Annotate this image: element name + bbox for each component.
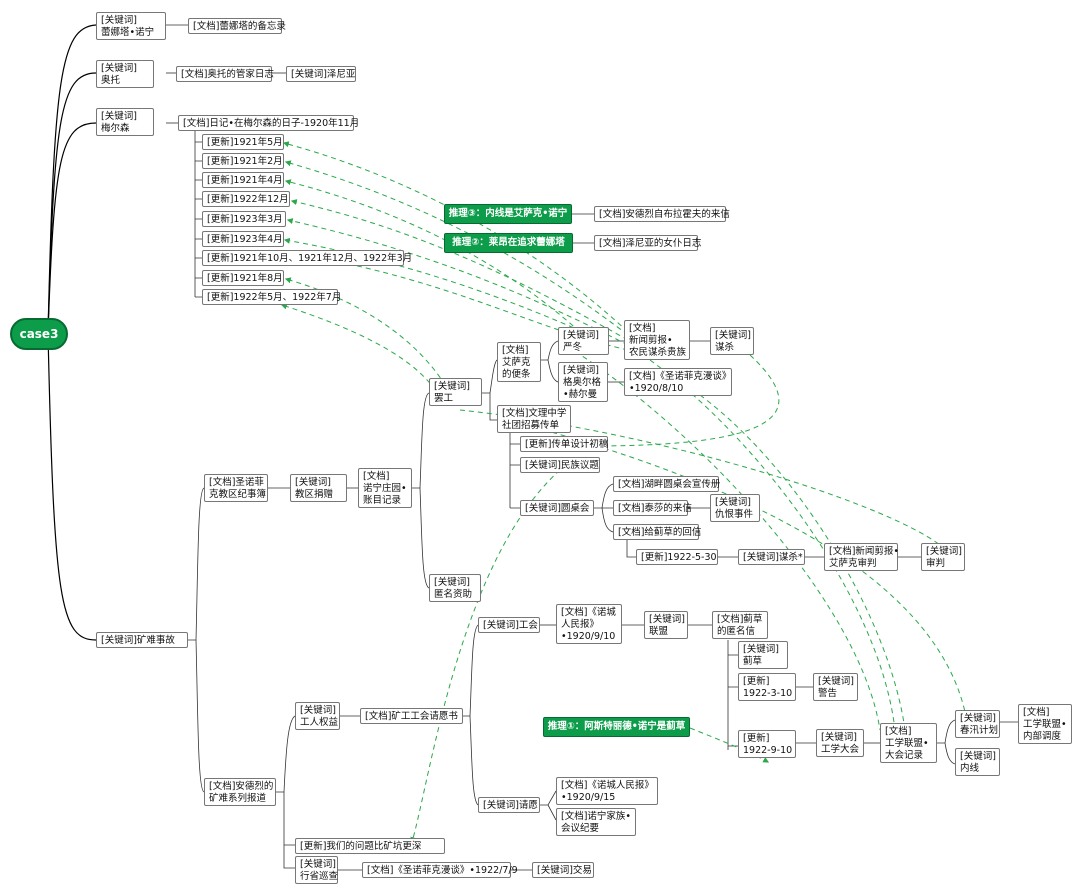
keyword-national-issue[interactable]: [关键词]民族议题 bbox=[520, 457, 600, 473]
update-1922-12[interactable]: [更新]1922年12月 bbox=[202, 191, 290, 207]
keyword-petition[interactable]: [关键词]请愿 bbox=[478, 797, 540, 813]
update-1921-08[interactable]: [更新]1921年8月 bbox=[202, 270, 284, 286]
keyword-thistle[interactable]: [关键词] 蓟草 bbox=[738, 641, 788, 669]
update-flyer-draft[interactable]: [更新]传单设计初稿 bbox=[520, 436, 608, 452]
doc-andre-reports[interactable]: [文档]安德烈的 矿难系列报道 bbox=[204, 778, 276, 806]
update-1921-05[interactable]: [更新]1921年5月 bbox=[202, 134, 284, 150]
keyword-mole[interactable]: [关键词] 内线 bbox=[955, 748, 1000, 776]
doc-noning-minutes[interactable]: [文档]诺宁家族• 会议纪要 bbox=[556, 808, 636, 836]
doc-people-daily-0915[interactable]: [文档]《诺城人民报》 •1920/9/15 bbox=[556, 777, 658, 805]
doc-club-flyer[interactable]: [文档]文理中学 社团招募传单 bbox=[497, 405, 571, 433]
update-1922-5-30[interactable]: [更新]1922-5-30 bbox=[636, 549, 718, 565]
keyword-alliance[interactable]: [关键词] 联盟 bbox=[644, 611, 688, 639]
doc-parish-chronicle[interactable]: [文档]圣诺菲 克教区纪事簿 bbox=[204, 474, 268, 502]
keyword-round-table[interactable]: [关键词]圆桌会 bbox=[520, 500, 594, 516]
keyword-congress[interactable]: [关键词] 工学大会 bbox=[816, 729, 864, 757]
keyword-mine-accident[interactable]: [关键词]矿难事故 bbox=[96, 632, 188, 648]
keyword-anonymous-funding[interactable]: [关键词] 匿名资助 bbox=[429, 574, 481, 602]
doc-shengnofike-1922[interactable]: [文档]《圣诺菲克漫谈》•1922/7/9 bbox=[362, 862, 518, 878]
keyword-renata[interactable]: [关键词] 蕾娜塔•诺宁 bbox=[96, 12, 166, 40]
keyword-strike[interactable]: [关键词] 罢工 bbox=[429, 378, 482, 406]
doc-noning-accounts[interactable]: [文档] 诺宁庄园• 账目记录 bbox=[358, 468, 412, 508]
doc-isaac-note[interactable]: [文档] 艾萨克 的便条 bbox=[497, 342, 541, 382]
inference-3[interactable]: 推理③：内线是艾萨克•诺宁 bbox=[444, 204, 572, 224]
doc-lakeside-brochure[interactable]: [文档]湖畔圆桌会宣传册 bbox=[613, 476, 720, 492]
root-node[interactable]: case3 bbox=[10, 318, 68, 350]
keyword-parish-donation[interactable]: [关键词] 教区捐赠 bbox=[290, 474, 347, 502]
keyword-workers-rights[interactable]: [关键词] 工人权益 bbox=[295, 702, 340, 730]
keyword-warning[interactable]: [关键词] 警告 bbox=[813, 673, 858, 701]
doc-andre-letter[interactable]: [文档]安德烈自布拉霍夫的来信 bbox=[594, 206, 730, 222]
doc-merson-diary[interactable]: [文档]日记•在梅尔森的日子-1920年11月 bbox=[178, 115, 359, 131]
doc-tessa-letter[interactable]: [文档]泰莎的来信 bbox=[613, 500, 692, 516]
keyword-otto[interactable]: [关键词] 奥托 bbox=[96, 60, 154, 88]
doc-miners-petition[interactable]: [文档]矿工工会请愿书 bbox=[360, 708, 463, 724]
keyword-murder-star[interactable]: [关键词]谋杀* bbox=[738, 549, 805, 565]
keyword-winter[interactable]: [关键词] 严冬 bbox=[558, 327, 609, 355]
keyword-merson[interactable]: [关键词] 梅尔森 bbox=[96, 108, 154, 136]
keyword-province-patrol[interactable]: [关键词] 行省巡查 bbox=[295, 856, 338, 884]
doc-thistle-anon-letter[interactable]: [文档]蓟草 的匿名信 bbox=[712, 611, 768, 639]
inference-1[interactable]: 推理①：阿斯特丽德•诺宁是蓟草 bbox=[543, 717, 690, 737]
keyword-murder[interactable]: [关键词] 谋杀 bbox=[710, 327, 754, 355]
doc-otto-log[interactable]: [文档]奥托的管家日志 bbox=[176, 66, 274, 82]
keyword-georg[interactable]: [关键词] 格奥尔格 •赫尔曼 bbox=[558, 362, 608, 402]
update-multi-dates[interactable]: [更新]1921年10月、1921年12月、1922年3月 bbox=[202, 250, 412, 266]
doc-shengnofike-1920[interactable]: [文档]《圣诺菲克漫谈》 •1920/8/10 bbox=[624, 368, 732, 396]
inference-2[interactable]: 推理②：莱昂在追求蕾娜塔 bbox=[444, 233, 573, 253]
doc-news-peasant[interactable]: [文档] 新闻剪报• 农民谋杀贵族 bbox=[624, 320, 690, 360]
keyword-hate-incident[interactable]: [关键词] 仇恨事件 bbox=[710, 494, 760, 522]
update-1921-02[interactable]: [更新]1921年2月 bbox=[202, 153, 284, 169]
doc-alliance-record[interactable]: [文档] 工学联盟• 大会记录 bbox=[880, 723, 937, 763]
keyword-zenia[interactable]: [关键词]泽尼亚 bbox=[286, 66, 356, 82]
update-1922-9-10[interactable]: [更新] 1922-9-10 bbox=[738, 730, 796, 758]
update-1922-05-07[interactable]: [更新]1922年5月、1922年7月 bbox=[202, 289, 341, 305]
doc-renata-memo[interactable]: [文档]蕾娜塔的备忘录 bbox=[188, 18, 286, 34]
keyword-spring-flood[interactable]: [关键词] 春汛计划 bbox=[955, 710, 1000, 738]
update-1923-04[interactable]: [更新]1923年4月 bbox=[202, 231, 284, 247]
doc-alliance-internal[interactable]: [文档] 工学联盟• 内部调度 bbox=[1018, 704, 1072, 744]
doc-reply-thistle[interactable]: [文档]给蓟草的回信 bbox=[613, 524, 701, 540]
update-1921-04[interactable]: [更新]1921年4月 bbox=[202, 172, 284, 188]
update-1923-03[interactable]: [更新]1923年3月 bbox=[202, 211, 286, 227]
doc-people-daily-0910[interactable]: [文档]《诺城 人民报》 •1920/9/10 bbox=[556, 604, 622, 644]
keyword-union[interactable]: [关键词]工会 bbox=[478, 617, 540, 633]
doc-zenia-maid-diary[interactable]: [文档]泽尼亚的女仆日志 bbox=[594, 235, 701, 251]
keyword-trial[interactable]: [关键词] 审判 bbox=[921, 543, 965, 571]
keyword-trade[interactable]: [关键词]交易 bbox=[532, 862, 594, 878]
doc-news-isaac-trial[interactable]: [文档]新闻剪报• 艾萨克审判 bbox=[824, 543, 899, 571]
update-deeper-than-mine[interactable]: [更新]我们的问题比矿坑更深 bbox=[295, 838, 445, 854]
update-1922-3-10[interactable]: [更新] 1922-3-10 bbox=[738, 673, 796, 701]
